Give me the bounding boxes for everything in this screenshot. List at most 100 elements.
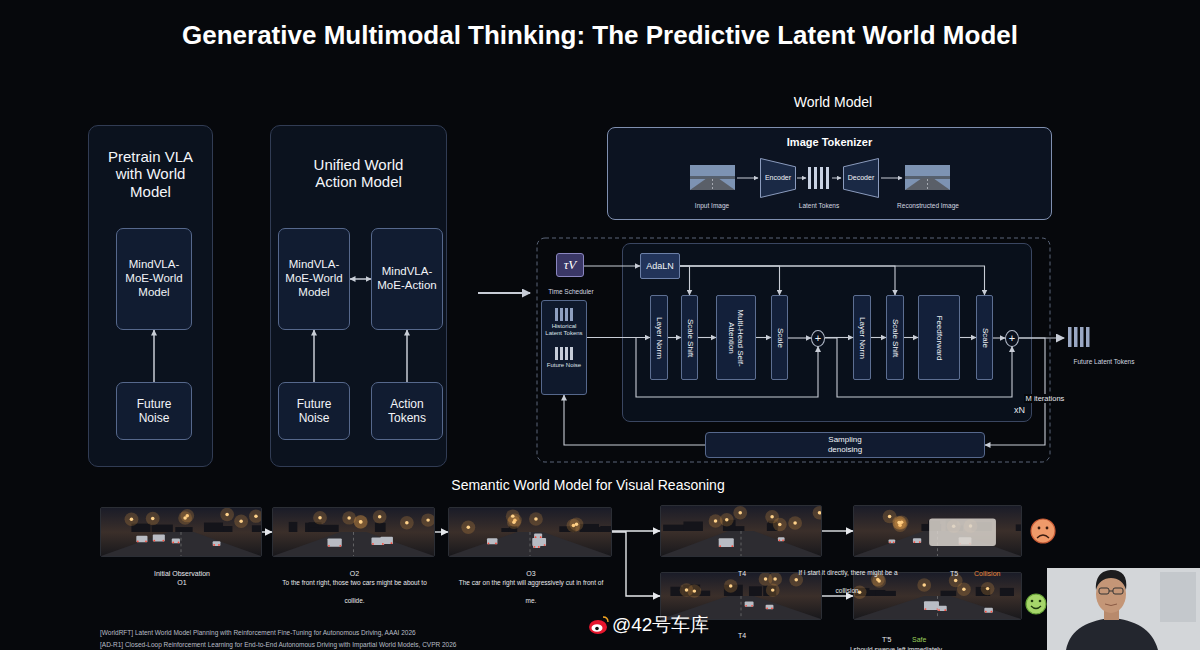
scene-image (854, 573, 1021, 619)
annotation: Semantic World Model for Visual Reasonin… (451, 477, 724, 493)
layer-label: Layer Norm (654, 298, 663, 377)
add-node: + (1005, 330, 1019, 347)
happy-face (1026, 594, 1046, 614)
model-box: MindVLA-MoE-Action (371, 228, 443, 330)
plus-sign: + (815, 333, 821, 344)
label-wrap: @42号车库 (612, 614, 709, 637)
layer-box: Scale (976, 295, 993, 380)
scene-image (661, 573, 821, 619)
reference-note: [AD-R1] Closed-Loop Reinforcement Learni… (100, 641, 456, 648)
box-label: Sampling denoising (822, 435, 868, 454)
layer-label: Layer Norm (857, 298, 866, 377)
layer-box: Scale (771, 295, 788, 380)
annotation: Reconstructed Image (897, 202, 959, 209)
token-stack-box: Historical Latent TokensFuture Noise (541, 300, 587, 395)
adaln-box: AdaLN (640, 253, 680, 279)
stage-panel: Pretrain VLA with World ModelMindVLA-MoE… (88, 125, 213, 467)
scene-image (101, 508, 261, 556)
caption-wrap: Initial Observation (101, 562, 263, 580)
frame-caption: T4 (738, 632, 746, 639)
frame-caption: To the front right, those two cars might… (282, 579, 427, 604)
label-wrap: Latent Tokens (519, 194, 1119, 212)
frame-caption: I should swerve left immediately (850, 646, 942, 650)
layer-box: Feedforward (918, 295, 960, 380)
watermark: @42号车库 (612, 614, 709, 635)
layer-label: Feedforward (934, 298, 943, 377)
box-label: Action Tokens (380, 397, 434, 426)
layer-label: Scale Shift (685, 298, 694, 377)
model-box: Future Noise (116, 382, 192, 440)
box-label: Future Noise (289, 397, 339, 426)
connector (680, 266, 895, 295)
box-label: AdaLN (646, 261, 674, 272)
caption-wrap: T'5 (882, 628, 908, 646)
label-wrap: Semantic World Model for Visual Reasonin… (288, 476, 888, 494)
sampling-box: Sampling denoising (705, 432, 985, 458)
layer-label: Multi-Head Self-Attention (727, 298, 745, 377)
layer-label: Scale Shift (890, 298, 899, 377)
layer-box: Layer Norm (650, 295, 668, 380)
panel-heading: Pretrain VLA with World Model (96, 148, 206, 200)
scheduler-label: Time Scheduler (548, 288, 593, 295)
caption-wrap: Safe (912, 628, 942, 646)
scene-image (661, 506, 821, 556)
frame-caption: T'5 (882, 636, 892, 643)
box-label: MindVLA-MoE-Action (374, 265, 440, 293)
layer-box: Scale Shift (681, 295, 698, 380)
connector (756, 337, 771, 338)
model-box: MindVLA-MoE-World Model (278, 228, 350, 330)
frame-caption: Safe (912, 636, 926, 643)
stage-panel: Unified World Action ModelMindVLA-MoE-Wo… (270, 125, 447, 467)
frame-caption: O1 (177, 579, 186, 586)
connector (680, 266, 780, 295)
connector (993, 337, 1005, 338)
frame-caption: O2 (350, 570, 359, 577)
token-bars (1068, 327, 1090, 347)
box-label: Decoder (848, 174, 874, 182)
flow-arrow (478, 292, 530, 294)
scene-frame: T'5Safe (853, 572, 1022, 620)
connector (153, 330, 155, 382)
title: Generative Multimodal Thinking: The Pred… (182, 20, 1018, 50)
connector (698, 337, 716, 338)
scene-image (449, 508, 611, 556)
edge-label-wrap: M iterations (1024, 387, 1067, 405)
model-box: MindVLA-MoE-World Model (116, 228, 192, 330)
stack-label: Historical Latent Tokens (543, 323, 585, 337)
scene-frame: Initial ObservationO1 (100, 507, 262, 557)
weibo-logo (589, 617, 608, 634)
plus-sign: + (1009, 333, 1015, 344)
dashed-region (537, 238, 1050, 462)
stack-label: Future Noise (547, 362, 581, 369)
title-wrap: Generative Multimodal Thinking: The Pred… (0, 20, 1200, 51)
box-label: MindVLA-MoE-World Model (120, 258, 188, 299)
layer-box: Layer Norm (853, 295, 871, 380)
box-heading: Image Tokenizer (608, 136, 1051, 148)
scene-image (273, 508, 434, 556)
frame-caption: T5 (950, 570, 958, 577)
scene-frame: T4I should swerve left immediately (660, 572, 822, 620)
model-box: Future Noise (278, 382, 350, 440)
caption-wrap: O3 (449, 562, 613, 580)
connector (435, 531, 448, 532)
annotation: Future Latent Tokens (1074, 358, 1135, 365)
frame-caption: O3 (526, 570, 535, 577)
annotation: Input Image (695, 202, 729, 209)
scheduler-symbol: τV (564, 257, 577, 273)
connector (960, 337, 976, 338)
connector (680, 266, 985, 295)
scene-frame: O2To the front right, those two cars mig… (272, 507, 435, 557)
connector (612, 530, 660, 531)
connector (871, 337, 886, 338)
sad-face (1031, 519, 1055, 543)
codec-trapezoid: Decoder (843, 158, 879, 198)
layer-box: Multi-Head Self-Attention (716, 295, 756, 380)
frame-caption: Collision (974, 570, 1000, 577)
model-box: Action Tokens (371, 382, 443, 440)
panel-heading: Unified World Action Model (298, 156, 420, 191)
scheduler-box: τVTime Scheduler (556, 253, 584, 277)
connector (668, 337, 681, 338)
